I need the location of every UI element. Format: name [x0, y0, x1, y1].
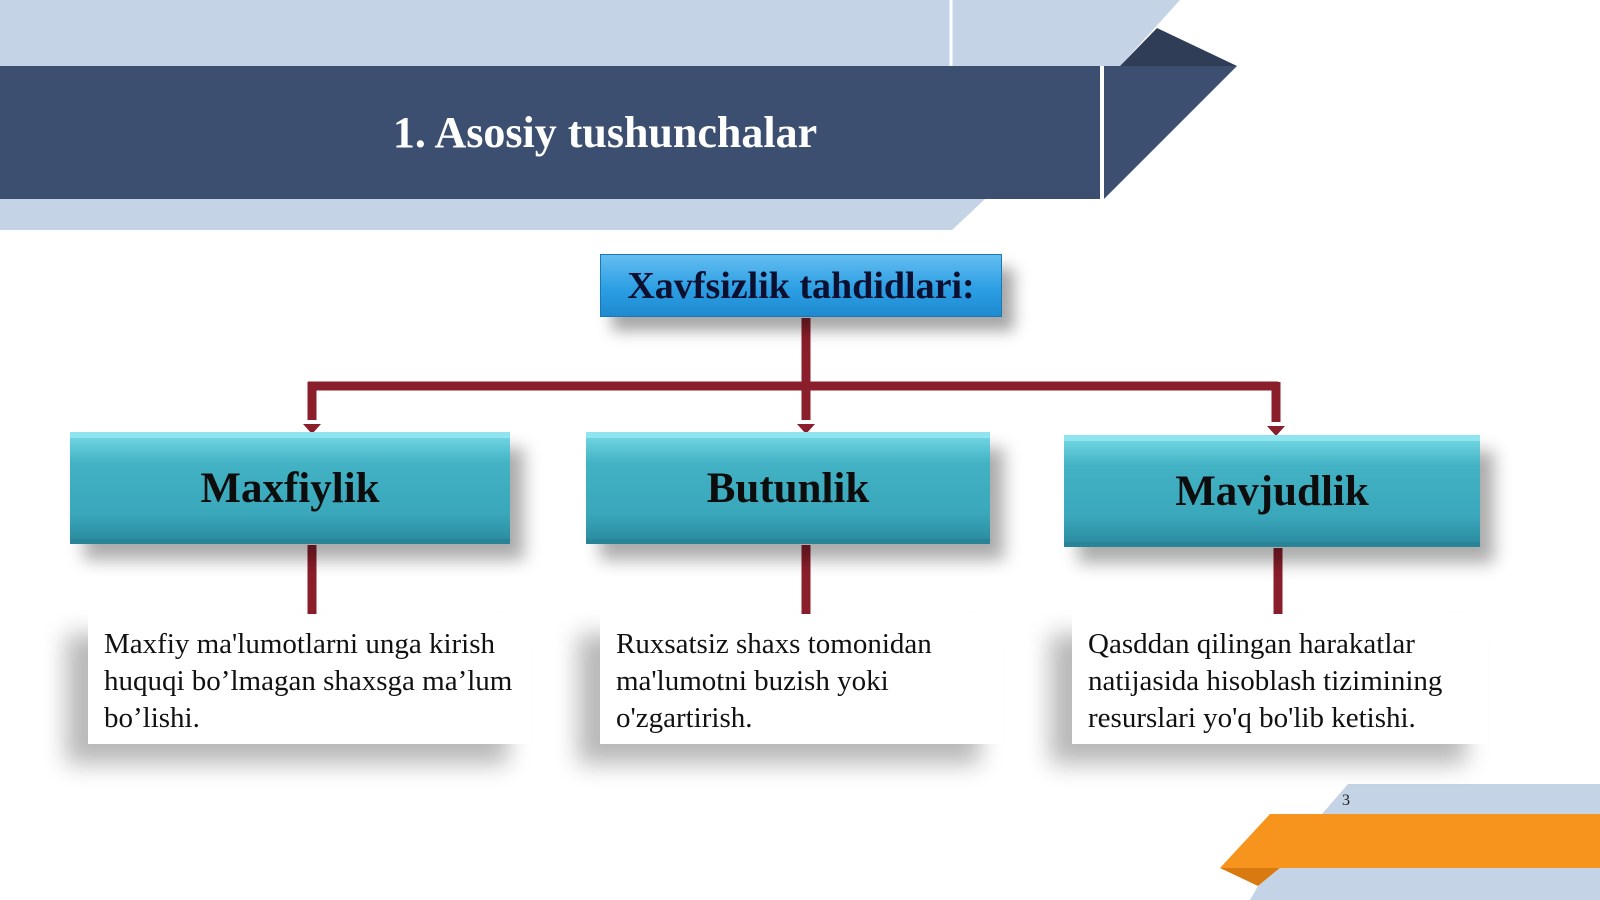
description-mavjudlik: Qasddan qilingan harakatlar natijasida h… [1072, 614, 1488, 744]
category-node-butunlik: Butunlik [586, 432, 990, 544]
category-node-mavjudlik: Mavjudlik [1064, 435, 1480, 547]
bottom-ribbon-orange-fold [1220, 868, 1280, 886]
bottom-light-ribbon-tail [952, 199, 985, 230]
connector-lines [307, 318, 1283, 614]
root-node: Xavfsizlik tahdidlari: [600, 254, 1002, 317]
bottom-light-band [0, 199, 952, 230]
page-number: 3 [1342, 792, 1350, 809]
arrowhead-middle [797, 424, 815, 434]
arrowhead-right [1267, 426, 1285, 436]
bottom-ribbon-orange [1220, 814, 1600, 868]
title-band [0, 66, 1100, 199]
bottom-ribbon-light-bottom [1250, 868, 1600, 900]
description-maxfiylik: Maxfiy ma'lumotlarni unga kirish huquqi … [88, 614, 530, 744]
bottom-ribbon-light-top [1322, 784, 1600, 814]
slide-title: 1. Asosiy tushunchalar [392, 108, 818, 157]
category-node-maxfiylik: Maxfiylik [70, 432, 510, 544]
ribbon-fold-shadow [1120, 28, 1237, 66]
top-light-band [0, 0, 952, 66]
top-light-ribbon-tail [952, 0, 1180, 66]
arrowhead-left [303, 424, 321, 434]
title-band-arrow [1104, 66, 1237, 199]
description-butunlik: Ruxsatsiz shaxs tomonidan ma'lumotni buz… [600, 614, 1002, 744]
